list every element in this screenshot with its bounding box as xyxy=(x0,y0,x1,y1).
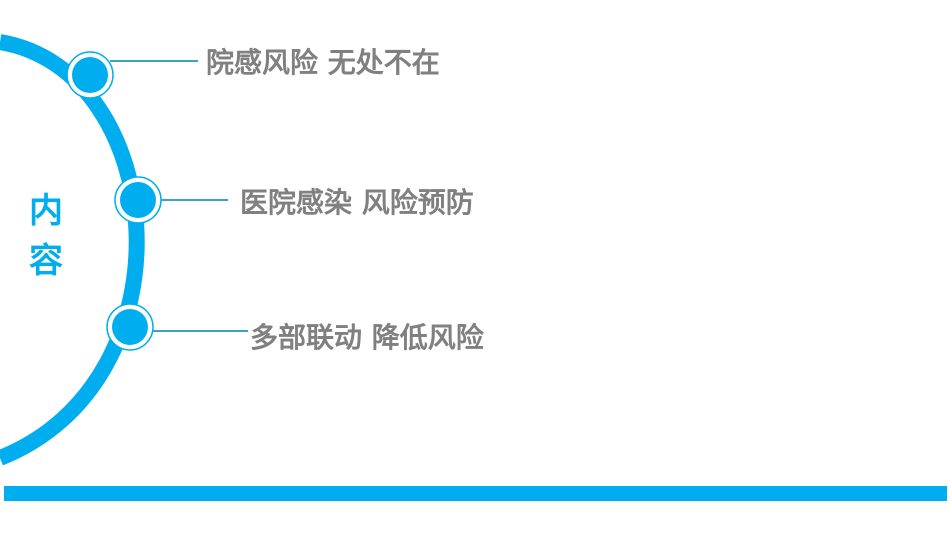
outline-arc xyxy=(0,34,145,466)
bottom-accent-bar xyxy=(4,486,947,501)
bullet-node-1 xyxy=(66,51,114,99)
bullet-node-2 xyxy=(114,176,162,224)
section-heading: 内容 xyxy=(29,191,63,281)
bullet-node-3 xyxy=(106,303,154,351)
outline-item-2: 医院感染 风险预防 xyxy=(240,186,474,219)
outline-item-1: 院感风险 无处不在 xyxy=(206,46,440,79)
outline-item-3: 多部联动 降低风险 xyxy=(250,321,484,354)
